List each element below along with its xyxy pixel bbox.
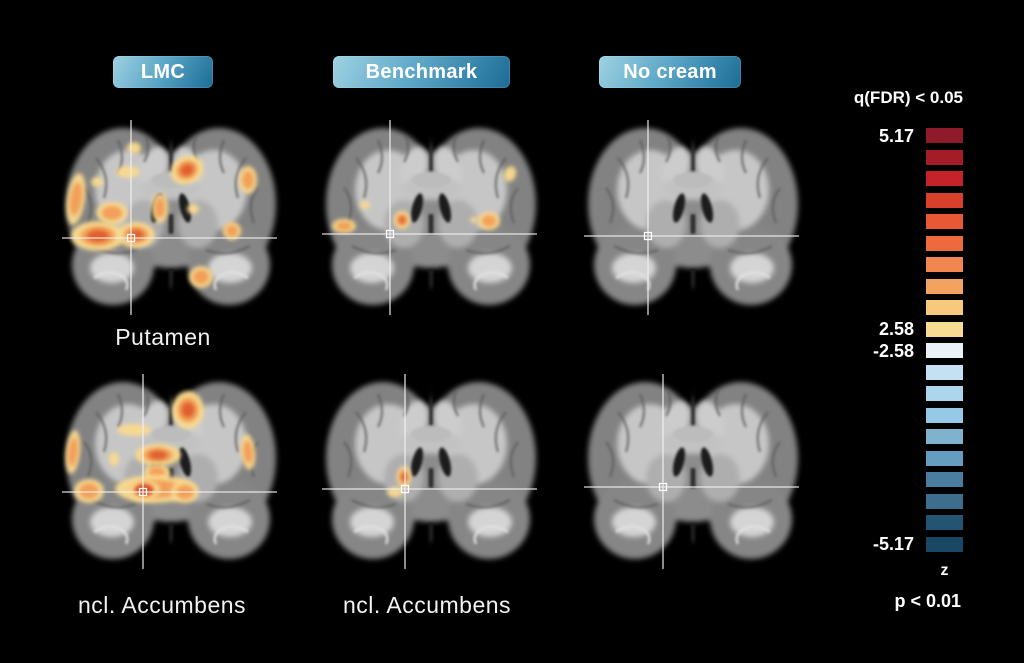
brain-slice-lmc-accumbens: [56, 372, 286, 572]
column-header-no-cream: No cream: [599, 56, 741, 88]
colorbar-block: [926, 407, 963, 423]
colorbar-tick-label: 2.58: [878, 319, 914, 339]
crosshair-marker: [385, 229, 395, 239]
crosshair-marker: [126, 233, 136, 243]
colorbar-block: [926, 321, 963, 337]
colorbar-block: [926, 343, 963, 358]
brain-slice-lmc-putamen: [56, 118, 286, 318]
brain-slice-no-cream-accumbens: [578, 372, 808, 572]
colorbar-block: [926, 493, 963, 509]
colorbar-block: [926, 515, 963, 530]
brain-slice-benchmark-accumbens: [316, 372, 546, 572]
colorbar-tick-label: -5.17: [872, 534, 914, 554]
colorbar-block: [926, 278, 963, 294]
crosshair-marker: [138, 487, 148, 497]
column-header-benchmark: Benchmark: [333, 56, 510, 88]
crosshair-marker: [658, 482, 668, 492]
colorbar-block: [926, 536, 963, 552]
colorbar-block: [926, 171, 963, 186]
row-label-putamen: Putamen: [115, 324, 211, 350]
colorbar-block: [926, 214, 963, 229]
colorbar: [926, 128, 963, 568]
colorbar-block: [926, 257, 963, 272]
colorbar-axis-label: z: [940, 562, 949, 579]
colorbar-block: [926, 128, 963, 143]
colorbar-tick-label: -2.58: [872, 340, 914, 361]
colorbar-block: [926, 149, 963, 165]
colorbar-block: [926, 235, 963, 251]
row-label-accumbens-benchmark: ncl. Accumbens: [342, 592, 512, 618]
crosshair-marker: [400, 484, 410, 494]
colorbar-block: [926, 192, 963, 208]
colorbar-tick-label: 5.17: [878, 125, 914, 146]
colorbar-block: [926, 429, 963, 444]
brain-slice-no-cream-putamen: [578, 118, 808, 318]
colorbar-block: [926, 386, 963, 401]
colorbar-block: [926, 300, 963, 315]
colorbar-footer: p < 0.01: [894, 591, 961, 611]
crosshair-marker: [643, 231, 653, 241]
colorbar-title: q(FDR) < 0.05: [853, 88, 963, 107]
colorbar-block: [926, 472, 963, 487]
colorbar-block: [926, 450, 963, 466]
row-label-accumbens-lmc: ncl. Accumbens: [77, 592, 247, 618]
column-header-lmc: LMC: [113, 56, 213, 88]
colorbar-block: [926, 364, 963, 380]
brain-slice-benchmark-putamen: [316, 118, 546, 318]
